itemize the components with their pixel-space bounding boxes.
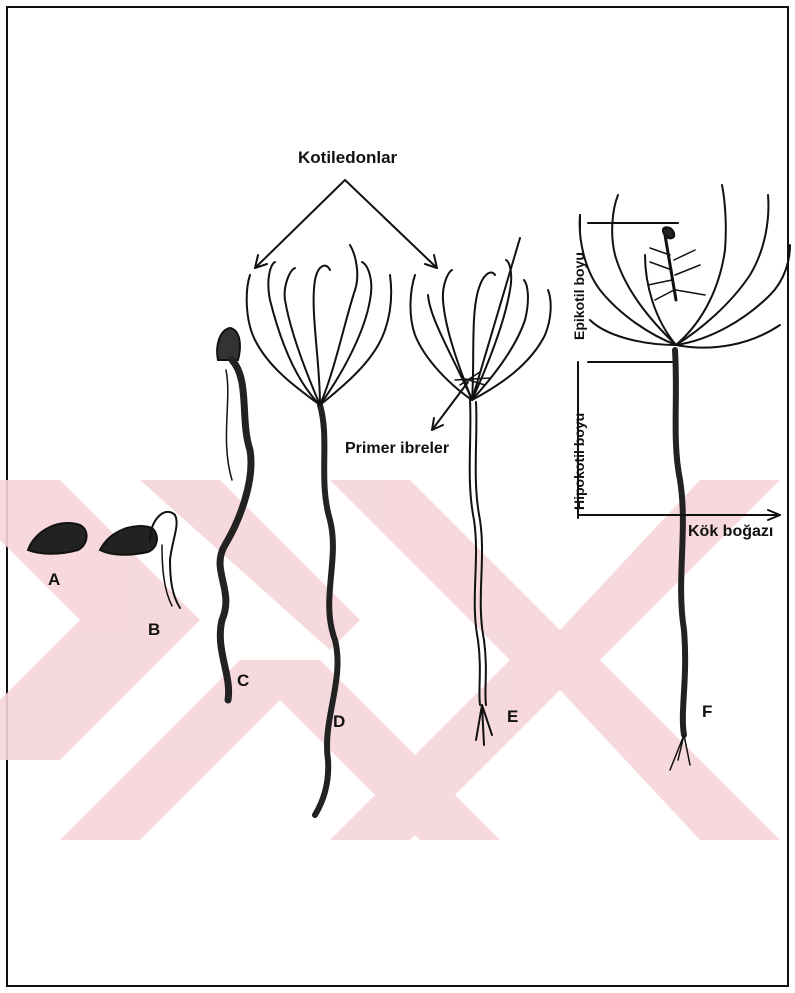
stage-label-c: C [237,671,249,691]
epikotil-boyu-label: Epikotil boyu [571,252,587,340]
stage-label-e: E [507,707,518,727]
kok-bogazi-label: Kök boğazı [688,523,773,541]
hipokotil-boyu-label: Hipokotil boyu [571,413,587,510]
primer-ibreler-label: Primer ibreler [345,440,449,458]
stage-label-f: F [702,702,712,722]
kotiledonlar-arrow-right [345,180,437,268]
kotiledonlar-label: Kotiledonlar [298,148,397,168]
stage-label-a: A [48,570,60,590]
stage-label-b: B [148,620,160,640]
primer-ibreler-arrow [432,382,468,430]
kotiledonlar-arrow-left [255,180,345,268]
seed-coat-c [217,328,240,360]
stage-label-d: D [333,712,345,732]
